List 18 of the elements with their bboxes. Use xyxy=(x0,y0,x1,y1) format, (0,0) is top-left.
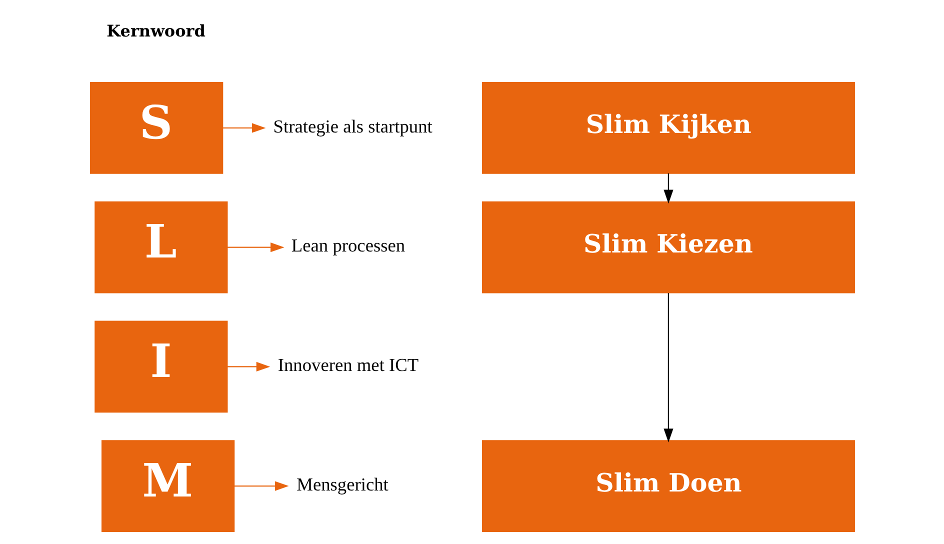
arrow xyxy=(234,481,288,491)
arrow xyxy=(226,362,270,372)
node-box: M xyxy=(101,440,234,532)
node-text: Strategie als startpunt xyxy=(272,116,432,136)
node-text: Mensgericht xyxy=(296,474,388,494)
node-text: Innoveren met ICT xyxy=(277,355,418,376)
node-box: I xyxy=(94,320,228,413)
node-box: L xyxy=(94,201,228,294)
arrow xyxy=(663,292,673,442)
node-box: Slim Kiezen xyxy=(481,201,854,294)
node-text: Lean processen xyxy=(290,236,405,256)
node-box: Slim Doen xyxy=(481,440,854,532)
arrow xyxy=(663,173,673,204)
node-box: S xyxy=(90,82,223,174)
label: Kernwoord xyxy=(106,21,205,40)
arrow xyxy=(226,242,284,252)
node-box: Slim Kijken xyxy=(481,82,854,174)
arrow xyxy=(222,123,266,133)
